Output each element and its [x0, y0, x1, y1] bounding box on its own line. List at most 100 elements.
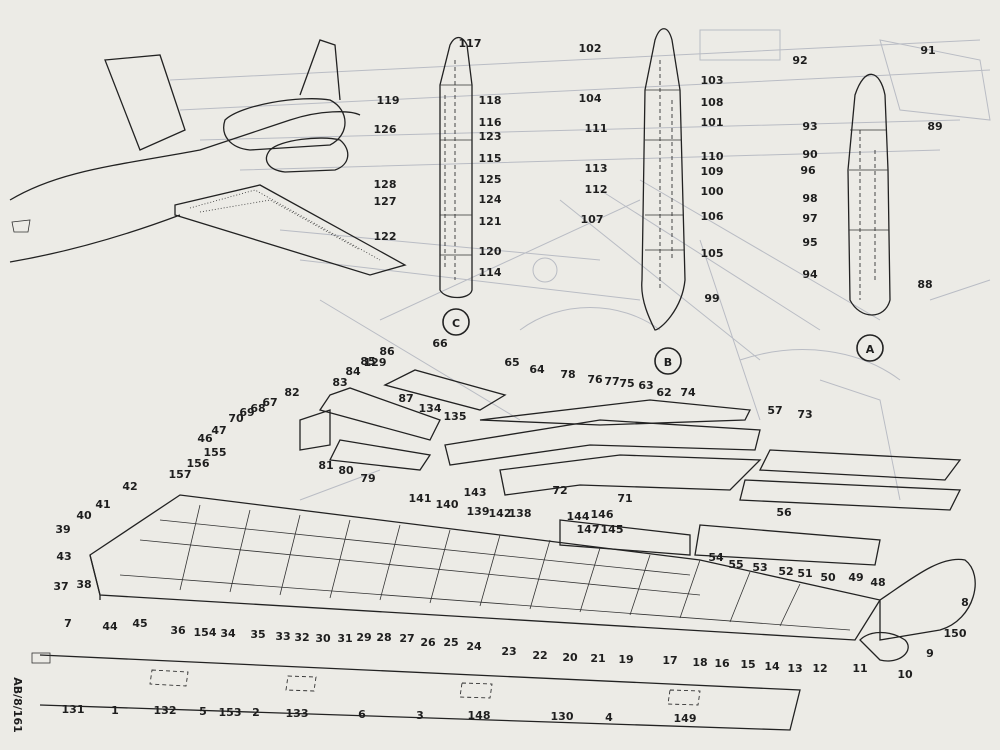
part-label-135: 135 [444, 410, 467, 423]
part-label-142: 142 [489, 507, 512, 520]
part-label-36: 36 [170, 624, 186, 637]
drawing-side-code: AB/8/161 [11, 677, 24, 733]
part-label-71: 71 [617, 492, 632, 505]
part-label-82: 82 [284, 386, 299, 399]
part-label-77: 77 [604, 375, 619, 388]
part-label-49: 49 [848, 571, 863, 584]
part-label-144: 144 [567, 510, 590, 523]
part-label-3: 3 [416, 709, 424, 722]
part-label-110: 110 [701, 150, 724, 163]
aircraft-wing-silhouette [9, 39, 407, 276]
part-label-46: 46 [197, 432, 213, 445]
part-label-23: 23 [501, 645, 516, 658]
part-label-94: 94 [802, 268, 818, 281]
part-label-150: 150 [944, 627, 967, 640]
part-label-18: 18 [692, 656, 707, 669]
part-label-147: 147 [577, 523, 600, 536]
part-label-42: 42 [122, 480, 137, 493]
part-label-133: 133 [286, 707, 309, 720]
part-label-67: 67 [262, 396, 277, 409]
part-label-24: 24 [466, 640, 482, 653]
part-label-86: 86 [379, 345, 395, 358]
part-label-138: 138 [509, 507, 532, 520]
part-label-51: 51 [797, 567, 812, 580]
part-label-56: 56 [776, 506, 792, 519]
part-label-119: 119 [377, 94, 400, 107]
part-label-19: 19 [618, 653, 633, 666]
part-label-34: 34 [220, 627, 236, 640]
part-label-139: 139 [467, 505, 490, 518]
inset-view-a: A [847, 73, 891, 362]
part-label-126: 126 [374, 123, 397, 136]
part-label-35: 35 [250, 628, 265, 641]
part-label-10: 10 [897, 668, 913, 681]
part-label-121: 121 [479, 215, 502, 228]
part-label-52: 52 [778, 565, 793, 578]
part-label-57: 57 [767, 404, 782, 417]
part-label-123: 123 [479, 130, 502, 143]
part-label-30: 30 [315, 632, 331, 645]
part-label-117: 117 [459, 37, 482, 50]
part-label-154: 154 [194, 626, 217, 639]
part-label-7: 7 [64, 617, 72, 630]
part-label-15: 15 [740, 658, 755, 671]
view-c-letter: C [452, 317, 460, 330]
part-label-100: 100 [701, 185, 724, 198]
part-label-38: 38 [76, 578, 91, 591]
inset-view-b: B [641, 28, 686, 375]
part-label-14: 14 [764, 660, 780, 673]
part-label-81: 81 [318, 459, 333, 472]
exploded-upper-panels [299, 369, 962, 566]
view-b-marker [654, 347, 682, 375]
part-label-87: 87 [398, 392, 413, 405]
part-label-146: 146 [591, 508, 614, 521]
part-label-50: 50 [820, 571, 836, 584]
view-b-letter: B [664, 356, 672, 369]
part-label-28: 28 [376, 631, 391, 644]
part-label-109: 109 [701, 165, 724, 178]
part-label-4: 4 [605, 711, 613, 724]
part-label-26: 26 [420, 636, 436, 649]
part-label-92: 92 [792, 54, 807, 67]
part-label-44: 44 [102, 620, 118, 633]
part-label-65: 65 [504, 356, 519, 369]
part-label-45: 45 [132, 617, 147, 630]
part-label-8: 8 [961, 596, 969, 609]
part-label-106: 106 [701, 210, 724, 223]
part-label-156: 156 [187, 457, 210, 470]
part-label-32: 32 [294, 631, 309, 644]
part-label-113: 113 [585, 162, 608, 175]
part-label-47: 47 [211, 424, 226, 437]
part-label-116: 116 [479, 116, 502, 129]
part-label-55: 55 [728, 558, 743, 571]
part-label-16: 16 [714, 657, 730, 670]
part-label-128: 128 [374, 178, 397, 191]
part-label-91: 91 [920, 44, 935, 57]
view-a-letter: A [866, 343, 875, 356]
part-label-131: 131 [62, 703, 85, 716]
part-label-90: 90 [802, 148, 818, 161]
part-label-98: 98 [802, 192, 817, 205]
part-label-140: 140 [436, 498, 459, 511]
part-label-27: 27 [399, 632, 414, 645]
part-label-80: 80 [338, 464, 354, 477]
part-label-48: 48 [870, 576, 885, 589]
part-label-2: 2 [252, 706, 260, 719]
part-label-124: 124 [479, 193, 502, 206]
part-label-70: 70 [228, 412, 244, 425]
part-label-103: 103 [701, 74, 724, 87]
part-label-39: 39 [55, 523, 70, 536]
part-label-157: 157 [169, 468, 192, 481]
part-label-68: 68 [250, 402, 265, 415]
part-label-11: 11 [852, 662, 867, 675]
part-label-83: 83 [332, 376, 347, 389]
part-label-54: 54 [708, 551, 724, 564]
part-label-143: 143 [464, 486, 487, 499]
part-label-62: 62 [656, 386, 671, 399]
part-label-112: 112 [585, 183, 608, 196]
part-label-89: 89 [927, 120, 942, 133]
part-label-72: 72 [552, 484, 567, 497]
